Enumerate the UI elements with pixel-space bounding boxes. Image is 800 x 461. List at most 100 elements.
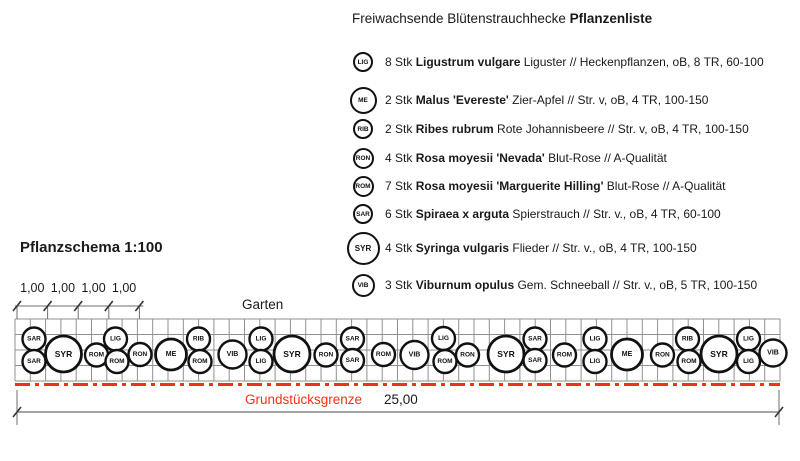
plant-description: Liguster // Heckenpflanzen, oB, 8 TR, 60… (520, 55, 764, 69)
plant-code-icon: SYR (346, 231, 380, 265)
plant-circle-label: ROM (681, 358, 696, 365)
dim-tick (12, 300, 22, 312)
plant-circle-syr (486, 334, 526, 374)
plant-quantity: 2 Stk (385, 93, 416, 107)
plant-quantity: 7 Stk (385, 179, 416, 193)
plant-code-icon: VIB (351, 273, 375, 297)
plant-botanical-name: Malus 'Evereste' (415, 93, 509, 107)
plant-code-icon: RIB (353, 119, 373, 139)
plant-circle-label: RON (460, 352, 475, 359)
plant-circle-label: LIG (256, 358, 267, 365)
plant-circle-label: RON (133, 351, 148, 358)
legend-item-text: 2 Stk Ribes rubrum Rote Johannisbeere //… (385, 122, 749, 136)
plant-quantity: 4 Stk (385, 241, 416, 255)
plant-circle-label: ROM (109, 358, 124, 365)
plant-circle-ron (127, 341, 153, 368)
plant-circle-label: LIG (743, 358, 754, 365)
plant-circle-rom (432, 348, 458, 375)
plant-circle-label: LIG (590, 358, 601, 365)
plant-circle-label: ROM (192, 358, 207, 365)
plant-circle-label: SYR (283, 349, 300, 359)
legend-item-ron: RON 4 Stk Rosa moyesii 'Nevada' Blut-Rose… (345, 138, 800, 178)
dim-label-1m: 1,00 (50, 281, 76, 295)
plant-code-icon: LIG (353, 52, 373, 72)
plant-circle-label: ROM (89, 352, 104, 359)
plant-circle-syr (272, 334, 312, 374)
dim-tick (134, 300, 145, 312)
plant-circle-syr (44, 334, 83, 374)
page-title-normal: Freiwachsende Blütenstrauchhecke (352, 11, 570, 26)
plant-code-icon: ME (349, 86, 377, 114)
plant-circle-label: ROM (437, 358, 452, 365)
plant-circle-label: VIB (227, 351, 239, 358)
plant-quantity: 2 Stk (385, 122, 416, 136)
plant-circle-lig (735, 348, 762, 375)
plant-circle-label: SAR (528, 336, 542, 343)
plant-circle-sar (21, 348, 47, 375)
plant-circle-label: LIG (256, 336, 267, 343)
legend-item-text: 4 Stk Rosa moyesii 'Nevada' Blut-Rose //… (385, 151, 667, 165)
plant-botanical-name: Rosa moyesii 'Marguerite Hilling' (415, 179, 604, 193)
dim-tick (104, 300, 114, 312)
plant-code-icon: ROM (352, 175, 374, 197)
plant-circle-ron (454, 342, 481, 368)
plant-description: Blut-Rose // A-Qualität (603, 179, 726, 193)
plant-circle-ron (649, 342, 676, 368)
plant-circle-lig (582, 348, 608, 375)
plant-circle-lig (248, 348, 274, 375)
plant-circle-label: ROM (557, 352, 572, 359)
property-boundary-label: Grundstücksgrenze (245, 392, 363, 407)
plant-circle-vib (758, 338, 788, 368)
plant-code-icon: RON (352, 147, 374, 169)
plant-botanical-name: Ligustrum vulgare (415, 55, 521, 69)
plant-botanical-name: Rosa moyesii 'Nevada' (415, 151, 545, 165)
dim-label-1m: 1,00 (111, 281, 137, 295)
plant-circle-ron (313, 342, 339, 368)
plant-circle-vib (399, 339, 430, 371)
legend-item-text: 7 Stk Rosa moyesii 'Marguerite Hilling' … (385, 179, 726, 193)
plant-description: Blut-Rose // A-Qualität (544, 151, 667, 165)
plant-legend: LIG 8 Stk Ligustrum vulgare Liguster // H… (345, 0, 800, 310)
plant-botanical-name: Syringa vulgaris (415, 241, 510, 255)
dim-tick (12, 406, 22, 418)
plant-circle-rom (551, 342, 578, 368)
plant-botanical-name: Viburnum opulus (415, 278, 515, 292)
legend-item-vib: VIB 3 Stk Viburnum opulus Gem. Schneeball… (345, 265, 800, 305)
legend-item-me: ME 2 Stk Malus 'Evereste' Zier-Apfel // S… (345, 80, 800, 120)
plant-description: Spierstrauch // Str. v., oB, 4 TR, 60-10… (509, 207, 721, 221)
plant-circle-rom (676, 348, 702, 375)
plant-circle-label: VIB (767, 350, 779, 357)
plant-quantity: 3 Stk (385, 278, 416, 292)
garden-label: Garten (242, 297, 284, 312)
schema-heading: Pflanzschema 1:100 (20, 239, 163, 256)
plant-circle-label: LIG (590, 336, 601, 343)
plant-circle-label: RON (655, 352, 670, 359)
plant-circle-sar (339, 347, 366, 374)
legend-item-rib: RIB 2 Stk Ribes rubrum Rote Johannisbeere… (345, 109, 800, 149)
plant-circle-syr (699, 334, 739, 374)
plant-circle-label: SAR (346, 357, 360, 364)
plant-circle-label: SAR (528, 357, 542, 364)
plant-circle-label: RON (319, 352, 334, 359)
plant-circle-me (154, 337, 188, 372)
plant-circle-label: SAR (27, 336, 41, 343)
plant-circle-label: SAR (346, 336, 360, 343)
plant-description: Zier-Apfel // Str. v, oB, 4 TR, 100-150 (508, 93, 709, 107)
plant-circle-label: LIG (438, 335, 449, 342)
legend-item-text: 3 Stk Viburnum opulus Gem. Schneeball //… (385, 278, 757, 292)
page-title: Freiwachsende Blütenstrauchhecke Pflanze… (352, 11, 652, 26)
plant-description: Flieder // Str. v., oB, 4 TR, 100-150 (509, 241, 697, 255)
dim-tick (42, 300, 53, 312)
plant-circle-label: RIB (682, 336, 694, 343)
plant-quantity: 8 Stk (385, 55, 416, 69)
legend-item-text: 4 Stk Syringa vulgaris Flieder // Str. v… (385, 241, 697, 255)
legend-item-text: 6 Stk Spiraea x arguta Spierstrauch // S… (385, 207, 721, 221)
legend-item-text: 8 Stk Ligustrum vulgare Liguster // Heck… (385, 55, 764, 69)
dim-tick (73, 300, 83, 312)
plant-circle-label: VIB (409, 352, 421, 359)
plant-circle-label: ROM (376, 351, 391, 358)
plant-botanical-name: Spiraea x arguta (415, 207, 510, 221)
plant-circle-label: LIG (110, 336, 121, 343)
